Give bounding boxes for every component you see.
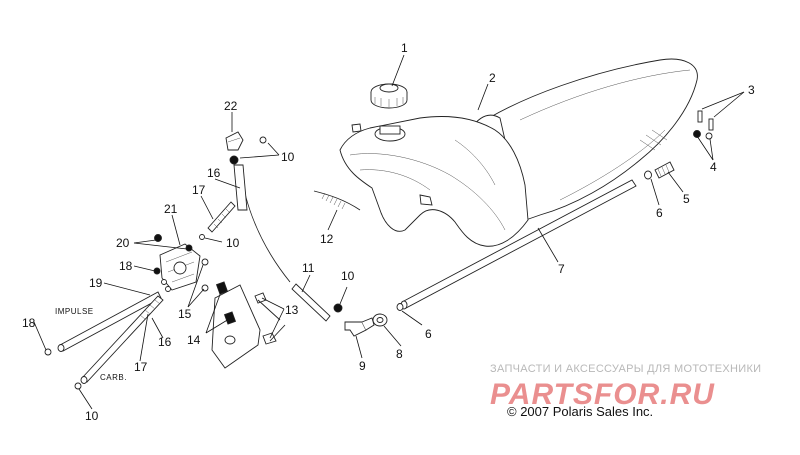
- callout-22: 22: [224, 99, 238, 113]
- vent-parts: [693, 110, 714, 140]
- fuel-cap: [370, 83, 408, 109]
- callout-10-center: 10: [341, 269, 355, 283]
- copyright-notice: © 2007 Polaris Sales Inc.: [507, 404, 653, 419]
- hose-11: [291, 283, 331, 322]
- check-valve: [225, 131, 267, 165]
- callout-6-left: 6: [425, 327, 432, 341]
- carb-label: CARB.: [100, 373, 127, 382]
- clamp-18-upper: [161, 279, 167, 285]
- callout-2: 2: [489, 71, 496, 85]
- callout-7: 7: [558, 262, 565, 276]
- watermark-tagline: ЗАПЧАСТИ И АКСЕССУАРЫ ДЛЯ МОТОТЕХНИКИ: [490, 363, 761, 375]
- callout-17-lower: 17: [134, 360, 148, 374]
- leader-lines: [33, 54, 745, 410]
- vent-hose-spring: [313, 190, 361, 211]
- callout-15: 15: [178, 307, 192, 321]
- spring-upper: [207, 201, 236, 233]
- carb-hose: [80, 295, 164, 384]
- elbow-fitting: [344, 317, 375, 337]
- impulse-hose: [57, 291, 162, 352]
- impulse-label: IMPULSE: [55, 307, 94, 316]
- callout-16-lower: 16: [158, 335, 172, 349]
- callout-21: 21: [164, 202, 178, 216]
- watermark-brand: PARTSFOR.RU: [490, 378, 715, 411]
- callout-18-lower: 18: [22, 316, 36, 330]
- callout-20: 20: [116, 236, 130, 250]
- callouts: 1 2 3 4 5 6 6 7 8 9 10 10 10 10 11 12 13…: [22, 41, 755, 423]
- fuel-valve: [153, 234, 209, 292]
- callout-3: 3: [748, 83, 755, 97]
- callout-10-mid: 10: [226, 236, 240, 250]
- callout-14: 14: [187, 333, 201, 347]
- callout-10-top: 10: [281, 150, 295, 164]
- callout-8: 8: [396, 347, 403, 361]
- callout-17-upper: 17: [192, 183, 206, 197]
- callout-5: 5: [683, 192, 690, 206]
- fuel-tank: [339, 116, 529, 247]
- callout-13: 13: [285, 303, 299, 317]
- callout-9: 9: [359, 359, 366, 373]
- fuel-fitting: [654, 161, 675, 179]
- clamp-10-mid: [199, 234, 205, 240]
- callout-4: 4: [710, 160, 717, 174]
- vent-line: [239, 167, 291, 283]
- clamp-right: [644, 170, 652, 180]
- mount-bracket: [211, 281, 286, 369]
- callout-6-right: 6: [656, 206, 663, 220]
- clamp-left: [396, 303, 404, 311]
- clamp-10-center: [333, 303, 343, 313]
- callout-1: 1: [401, 41, 408, 55]
- clamp-18-lower: [44, 348, 52, 356]
- callout-16-upper: 16: [207, 166, 221, 180]
- hose-16-upper: [233, 164, 248, 211]
- clamp-10-lower: [74, 382, 82, 390]
- grommet: [372, 313, 388, 327]
- callout-19: 19: [89, 276, 103, 290]
- callout-11: 11: [302, 261, 315, 275]
- callout-12: 12: [320, 232, 334, 246]
- callout-10-bottom: 10: [85, 409, 99, 423]
- callout-18-upper: 18: [119, 259, 133, 273]
